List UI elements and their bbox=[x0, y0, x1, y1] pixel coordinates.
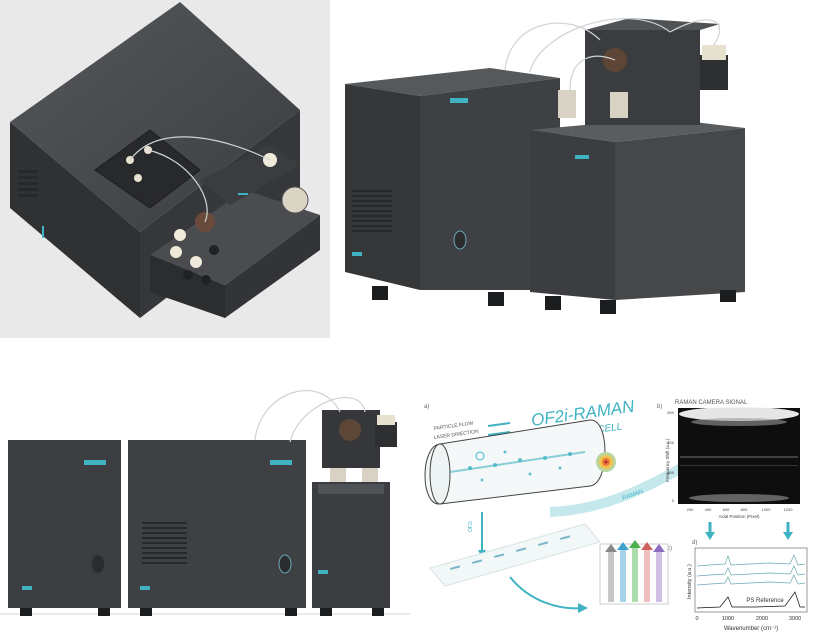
camera-x-label: Axial Position (Pixel) bbox=[718, 514, 760, 519]
spectrum-x-tick: 2000 bbox=[756, 616, 768, 622]
side-module-front bbox=[530, 130, 615, 300]
spectrum-x-label: Wavenumber (cm⁻¹) bbox=[724, 626, 778, 632]
main-unit-left-face bbox=[10, 122, 140, 318]
camera-y-tick: 200 bbox=[667, 470, 674, 475]
reservoir-bottle bbox=[281, 186, 309, 214]
camera-y-tick: 0 bbox=[672, 498, 675, 503]
camera-signal-title: RAMAN CAMERA SIGNAL bbox=[675, 400, 748, 406]
product-photo-front-elevation bbox=[0, 372, 410, 641]
product-photo-front-view bbox=[330, 0, 817, 338]
side-module-front bbox=[150, 255, 225, 318]
spectrum-y-label: Intensity (a.u.) bbox=[687, 564, 693, 599]
raman-spectrum-plot bbox=[694, 547, 808, 613]
spectrum-x-tick: 0 bbox=[695, 616, 698, 622]
left-cabinet bbox=[8, 440, 121, 608]
status-light bbox=[453, 230, 467, 250]
panel-label-d: d) bbox=[692, 540, 697, 546]
of2i-raman-diagram: a) b) c) d) OF2i-RAMAN MEASUREMENT CELL … bbox=[410, 372, 817, 641]
panel-label-a: a) bbox=[424, 404, 429, 410]
spectrum-x-tick: 3000 bbox=[789, 616, 801, 622]
particle-flow-label: PARTICLE FLOW bbox=[433, 420, 474, 432]
camera-y-label: Frequency Shift (a.u.) bbox=[665, 438, 670, 482]
raman-camera-image bbox=[678, 407, 800, 504]
of2i-arrow-label: OF2i bbox=[468, 521, 474, 532]
main-unit-top bbox=[345, 68, 560, 96]
panel-label-c: c) bbox=[667, 546, 672, 552]
reservoir-bottle bbox=[377, 415, 395, 425]
camera-x-tick: 800 bbox=[741, 507, 748, 512]
camera-x-tick: 1000 bbox=[762, 507, 772, 512]
camera-x-tick: 1200 bbox=[784, 507, 794, 512]
spectrum-x-tick: 1000 bbox=[722, 616, 734, 622]
status-light bbox=[278, 554, 292, 574]
spectrum-reference-label: PS Reference bbox=[746, 598, 784, 604]
camera-x-tick: 600 bbox=[723, 507, 730, 512]
camera-x-tick: 200 bbox=[687, 507, 694, 512]
reservoir-bottle bbox=[702, 45, 726, 60]
panel-label-b: b) bbox=[657, 404, 662, 410]
measurement-cell bbox=[424, 419, 606, 505]
access-hatch bbox=[94, 129, 201, 209]
camera-y-tick: 400 bbox=[667, 440, 674, 445]
camera-x-tick: 400 bbox=[705, 507, 712, 512]
right-module bbox=[312, 482, 390, 608]
size-distribution-plot bbox=[599, 540, 669, 605]
product-photo-top-view bbox=[0, 0, 330, 338]
pump-tower bbox=[585, 30, 700, 125]
of2i-camera-image bbox=[429, 523, 601, 587]
main-unit-front bbox=[345, 84, 420, 290]
main-unit-top-face bbox=[10, 2, 300, 232]
camera-y-tick: 600 bbox=[667, 410, 674, 415]
laser-beam-cross-section bbox=[596, 452, 616, 472]
